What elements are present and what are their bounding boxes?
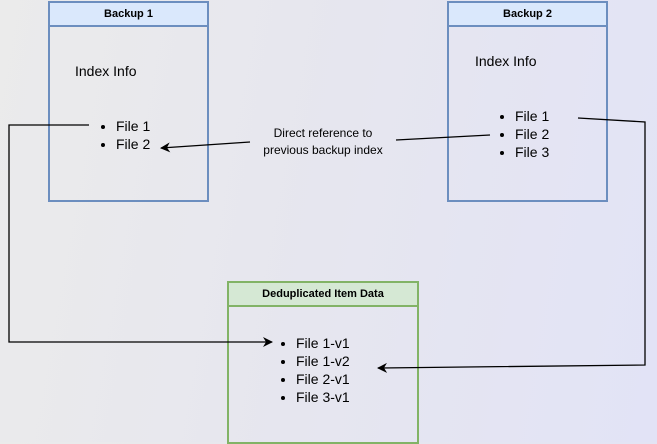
list-item: File 2 xyxy=(515,125,549,143)
dedup-title: Deduplicated Item Data xyxy=(229,283,417,307)
list-item: File 1-v2 xyxy=(296,352,350,370)
edge-backup2-file1-to-dedup xyxy=(377,117,646,373)
backup-1-container[interactable]: Backup 1 xyxy=(48,1,209,202)
edge-backup2-to-backup1-arrow xyxy=(160,141,251,153)
list-item: File 1-v1 xyxy=(296,334,350,352)
list-item: File 1 xyxy=(515,107,549,125)
backup-1-title: Backup 1 xyxy=(50,3,207,27)
backup-1-index-label: Index Info xyxy=(75,63,137,79)
edge-label-line1: Direct reference to xyxy=(273,126,373,140)
dedup-item-list: File 1-v1 File 1-v2 File 2-v1 File 3-v1 xyxy=(276,334,350,406)
backup-2-title: Backup 2 xyxy=(449,3,606,27)
list-item: File 3-v1 xyxy=(296,388,350,406)
backup-2-index-label: Index Info xyxy=(475,53,537,69)
edge-backup1-file1-to-dedup xyxy=(8,124,273,347)
list-item: File 2 xyxy=(116,135,150,153)
list-item: File 2-v1 xyxy=(296,370,350,388)
edge-backup2-to-backup1 xyxy=(395,134,491,141)
dedup-container[interactable]: Deduplicated Item Data xyxy=(227,281,419,444)
backup-2-container[interactable]: Backup 2 xyxy=(447,1,608,202)
edge-label-line2: previous backup index xyxy=(263,143,383,157)
backup-2-file-list: File 1 File 2 File 3 xyxy=(495,107,549,161)
list-item: File 1 xyxy=(116,117,150,135)
backup-1-file-list: File 1 File 2 xyxy=(96,117,150,153)
list-item: File 3 xyxy=(515,143,549,161)
edge-label: Direct reference to previous backup inde… xyxy=(248,125,398,159)
